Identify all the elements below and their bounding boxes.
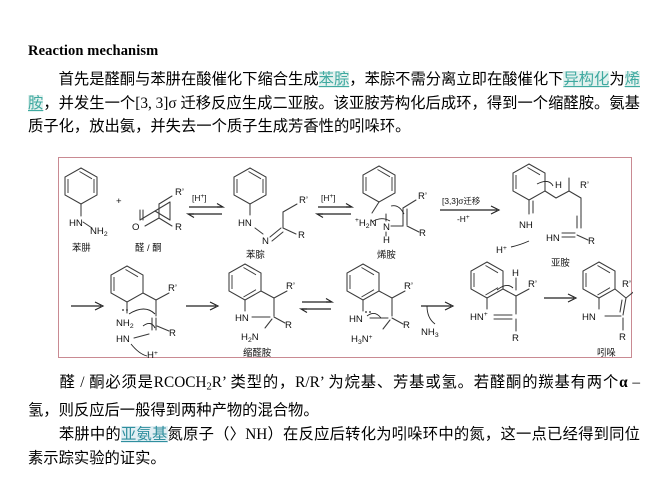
note1-subscript: 2	[206, 381, 212, 393]
atom-R-4: R	[419, 228, 426, 239]
atom-Rprime-6: R’	[168, 283, 177, 294]
atom-NH2: NH2	[90, 226, 108, 238]
arrow-label-acid-1: [H+]	[192, 193, 207, 203]
atom-H-plus-imine: H+	[496, 245, 507, 256]
atom-R-8: R	[403, 320, 410, 331]
note1-segment-2: R’ 类型的，R/R’ 为烷基、芳基或氢。若醛酮的羰基有两个	[211, 374, 620, 391]
atom-HN-indole: HN	[582, 312, 596, 323]
atom-O: O	[132, 222, 139, 233]
atom-H2N-aminal: H2N	[241, 332, 259, 344]
atom-H-enamine: H	[383, 235, 390, 246]
highlight-phenylhydrazone: 苯腙	[318, 71, 350, 88]
atom-NH2-open: NH2	[116, 318, 134, 330]
sigmatropic-arrow: [3,3]σ迁移 -H+	[440, 196, 501, 224]
atom-H2N-plus: +H2N	[355, 217, 377, 230]
arrow-to-indole	[544, 293, 578, 303]
atom-R-7: R	[285, 320, 292, 331]
highlight-imino-group: 亚氨基	[120, 426, 168, 443]
atom-R-6: R	[169, 328, 176, 339]
structure-aldehyde-ketone: O R R’	[132, 187, 184, 233]
note-paragraph-2: 苯肼中的亚氨基氮原子（〉NH）在反应后转化为吲哚环中的氮，这一点已经得到同位素示…	[28, 423, 640, 470]
atom-Rprime-2: R’	[299, 195, 308, 206]
structure-aminal: HN R’ R H2N	[228, 263, 295, 344]
arrow-label-sigmatropic: [3,3]σ迁移	[442, 196, 481, 206]
label-imine: 亚胺	[551, 257, 570, 268]
note-paragraph-1: 醛 / 酮必须是RCOCH2R’ 类型的，R/R’ 为烷基、芳基或氢。若醛酮的羰…	[28, 371, 640, 423]
atom-HN-cation: HN+	[470, 311, 488, 323]
atom-H-plus-open: H+	[147, 350, 158, 359]
structure-indolenine-cation: HN+ R’ H R	[470, 261, 537, 344]
arrow-lose-ammonia: NH3	[421, 301, 455, 339]
atom-Rprime-10: R’	[622, 279, 631, 290]
arrow-label-acid-2: [H+]	[321, 193, 336, 203]
arrow-to-aminal	[186, 301, 220, 311]
highlight-isomerization: 异构化	[563, 71, 610, 88]
intro-segment-3: 为	[609, 71, 625, 88]
atom-N-enamine: N	[383, 222, 390, 233]
note1-segment-4: –氢，则反应后一般得到两种产物的混合物。	[28, 374, 640, 420]
atom-NH3-leaving: NH3	[421, 327, 439, 339]
atom-Rprime-5: R’	[580, 180, 589, 191]
equilibrium-arrow-1: [H+]	[185, 193, 226, 218]
structure-imine: NH H R’ HN R H+	[496, 163, 595, 256]
structure-enamine: +H2N N H R R’	[355, 165, 427, 246]
structure-indole: HN R’ R	[582, 261, 633, 343]
arrow-label-minus-H: -H+	[457, 214, 470, 224]
equilibrium-arrow-2: [H+]	[314, 193, 355, 218]
note2-segment-1: 苯肼中的	[58, 426, 121, 443]
label-phenylhydrazine: 苯肼	[72, 242, 91, 253]
label-enamine: 烯胺	[377, 249, 396, 260]
intro-segment-2: ，苯腙不需分离立即在酸催化下	[349, 71, 564, 88]
atom-Rprime-9: R’	[528, 279, 537, 290]
atom-Rprime-1: R’	[175, 187, 184, 198]
note1-segment-1: 醛 / 酮必须是RCOCH	[58, 374, 207, 391]
label-aminal: 缩醛胺	[243, 347, 271, 358]
label-aldehyde-ketone: 醛 / 酮	[135, 242, 162, 253]
atom-N-2: N	[262, 236, 269, 247]
intro-segment-1: 首先是醛酮与苯肼在酸催化下缩合生成	[58, 71, 319, 88]
structure-open-intermediate: NH2 R’ HN R H+	[110, 265, 177, 359]
atom-HN-imine: HN	[546, 233, 560, 244]
reaction-scheme-diagram: HN NH2 苯肼 + O R R’	[64, 163, 633, 359]
atom-HN-aminal: HN	[235, 313, 249, 324]
atom-Rprime-8: R’	[404, 281, 413, 292]
structure-phenylhydrazine: HN NH2	[64, 167, 108, 238]
label-phenylhydrazone: 苯腙	[246, 249, 265, 260]
atom-Rprime-4: R’	[418, 191, 427, 202]
structure-phenylhydrazone: HN N R R’	[233, 167, 308, 247]
structure-protonated-aminal: HN R’ R H3N+	[346, 263, 413, 346]
plus-sign-1: +	[116, 196, 122, 207]
atom-R-10: R	[619, 332, 626, 343]
atom-Rprime-7: R’	[286, 281, 295, 292]
atom-H-cation: H	[512, 268, 519, 279]
atom-R-5: R	[588, 236, 595, 247]
intro-segment-4: ，并发生一个[3, 3]σ 迁移反应生成二亚胺。该亚胺芳构化后成环，得到一个缩醛…	[28, 94, 640, 136]
atom-HN-open: HN	[116, 334, 130, 345]
atom-H-imine: H	[555, 180, 562, 191]
intro-paragraph: 首先是醛酮与苯肼在酸催化下缩合生成苯腙，苯腙不需分离立即在酸催化下异构化为烯胺，…	[28, 68, 640, 139]
page-title: Reaction mechanism	[28, 43, 159, 59]
reaction-scheme-box: HN NH2 苯肼 + O R R’	[58, 157, 633, 359]
atom-R-2: R	[298, 230, 305, 241]
note2-segment-2: 氮原子（〉NH）在反应后转化为吲哚环中的氮，这一点已经得到同位素示踪实验的证实。	[28, 426, 640, 467]
atom-R-1: R	[175, 222, 182, 233]
atom-HN-2: HN	[238, 218, 252, 229]
atom-R-9: R	[512, 333, 519, 344]
atom-H3N-plus: H3N+	[351, 334, 373, 346]
equilibrium-arrow-3	[298, 298, 335, 313]
label-indole: 吲哚	[597, 347, 616, 358]
note1-alpha: α	[619, 374, 628, 391]
atom-HN-prot: HN	[349, 314, 363, 325]
atom-HN: HN	[69, 218, 83, 229]
atom-NH-imine: NH	[519, 220, 533, 231]
arrow-row2-start	[71, 301, 105, 311]
